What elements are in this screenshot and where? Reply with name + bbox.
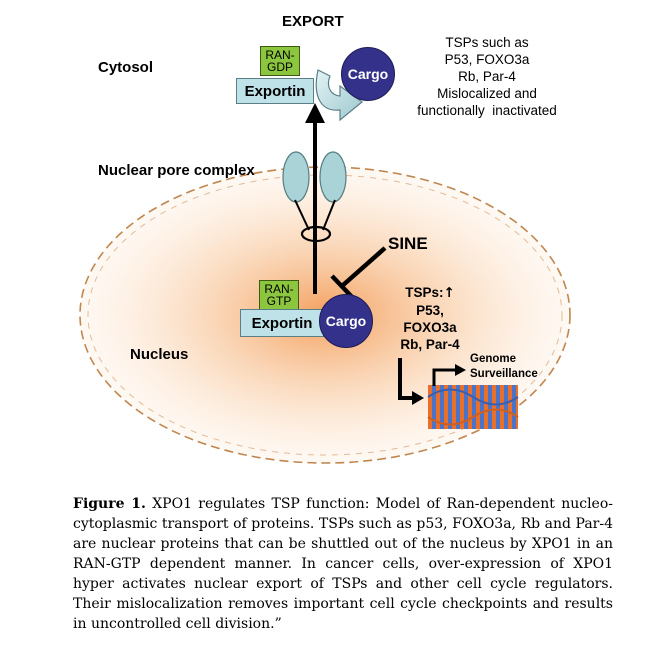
tsps-up-line-3: FOXO3a: [403, 320, 457, 335]
export-arrow-head: [305, 103, 325, 123]
tsp-info-line-1: TSPs such as: [445, 35, 529, 50]
npc-right-line: [322, 199, 336, 231]
transcription-arrow: [432, 368, 457, 386]
ran-gtp-label: RAN-GTP: [264, 282, 294, 308]
dna-helix: [428, 385, 518, 429]
tsp-to-dna-arrowhead: [412, 391, 424, 405]
export-label: EXPORT: [282, 13, 344, 30]
figure-caption-text: XPO1 regulates TSP function: Model of Ra…: [73, 496, 613, 632]
cargo-top-circle: Cargo: [341, 47, 395, 101]
sine-label: SINE: [388, 234, 428, 253]
tsp-to-dna-arrow: [398, 358, 416, 400]
exportin-bottom-box: Exportin: [240, 309, 324, 337]
npc-left-line: [294, 199, 310, 231]
tsp-info-line-4: Mislocalized and: [437, 86, 537, 101]
sine-inhibitor-bar: [330, 274, 354, 299]
exportin-top-label: Exportin: [244, 82, 306, 100]
ran-gdp-label: RAN-GDP: [265, 48, 295, 74]
npc-right-subunit: [319, 151, 347, 203]
npc-left-subunit: [282, 151, 310, 203]
tsps-up-line-4: Rb, Par-4: [400, 337, 460, 352]
tsps-up-line-2: P53,: [416, 303, 444, 318]
nucleus-label: Nucleus: [130, 346, 189, 363]
sine-inhibitor-line: [340, 246, 387, 288]
transcription-arrowhead: [455, 364, 466, 376]
figure-caption: Figure 1. XPO1 regulates TSP function: M…: [73, 494, 613, 634]
ran-gdp-box: RAN-GDP: [260, 46, 300, 76]
exportin-top-box: Exportin: [236, 78, 314, 104]
tsp-info-line-5: functionally inactivated: [417, 103, 557, 118]
genome-line-1: Genome: [470, 353, 517, 365]
cargo-bottom-circle: Cargo: [319, 294, 373, 348]
genome-line-2: Surveillance: [470, 368, 538, 380]
npc-label: Nuclear pore complex: [98, 162, 255, 179]
tsp-info-text: TSPs such as P53, FOXO3a Rb, Par-4 Mislo…: [403, 34, 571, 119]
dna-strand-bottom: [427, 408, 519, 426]
cargo-bottom-label: Cargo: [325, 313, 367, 329]
cargo-top-label: Cargo: [347, 66, 389, 82]
tsps-up-line-1: TSPs:: [405, 285, 444, 300]
genome-surveillance-text: Genome Surveillance: [470, 352, 538, 382]
exportin-bottom-label: Exportin: [251, 314, 313, 332]
up-arrow-icon: ↑: [443, 285, 455, 301]
xpo1-diagram: EXPORT Cytosol RAN-GDP Exportin Cargo TS…: [79, 13, 571, 464]
dna-strand-top: [427, 388, 519, 406]
tsp-info-line-3: Rb, Par-4: [458, 69, 516, 84]
figure-caption-label: Figure 1.: [73, 496, 146, 512]
tsp-info-line-2: P53, FOXO3a: [444, 52, 530, 67]
cytosol-label: Cytosol: [98, 59, 154, 76]
tsps-up-text: TSPs:↑ P53, FOXO3a Rb, Par-4: [380, 284, 480, 353]
ran-gtp-box: RAN-GTP: [259, 280, 299, 310]
